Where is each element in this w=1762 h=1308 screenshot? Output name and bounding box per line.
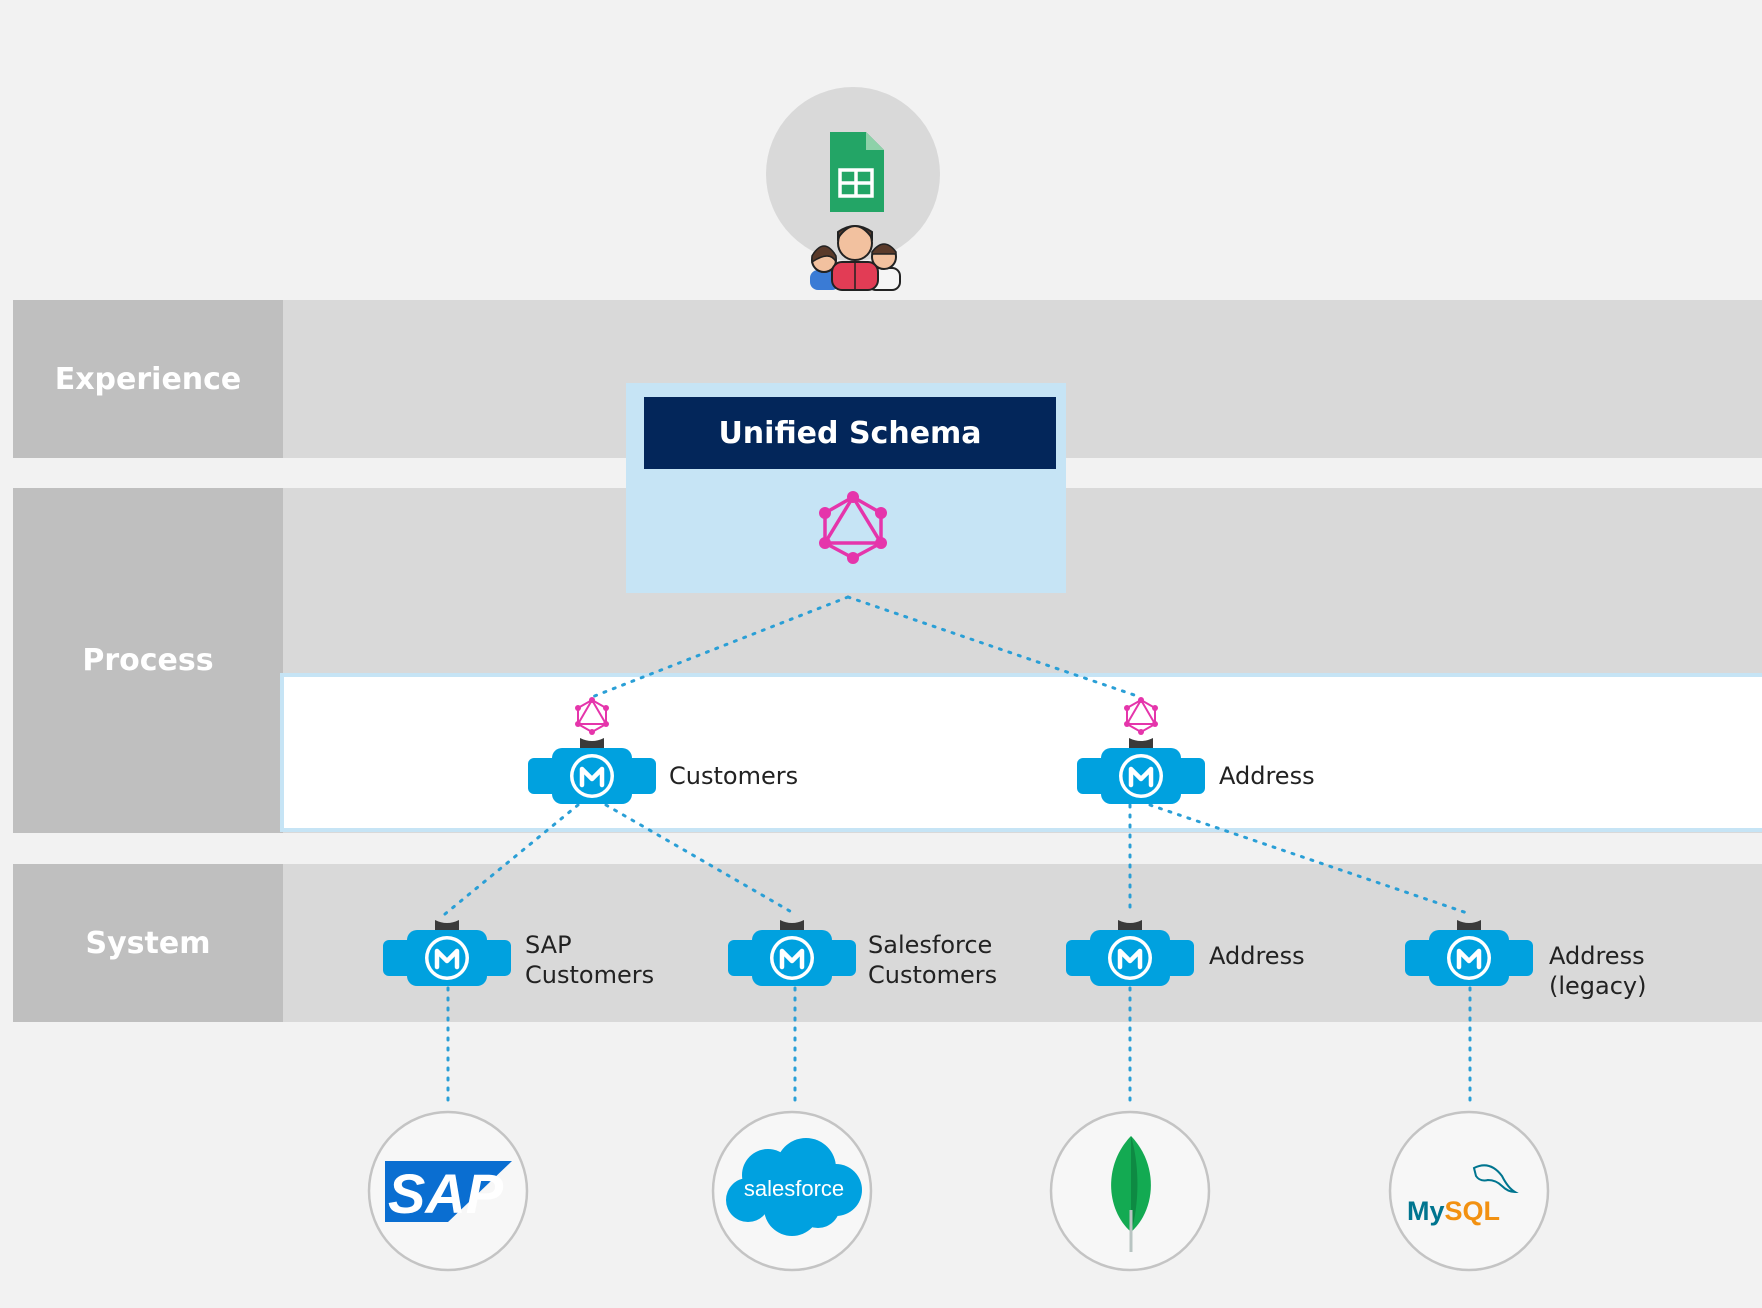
system-band-label-bg — [13, 864, 283, 1022]
users-group-icon — [810, 225, 901, 291]
system-api-sap-label: SAP Customers — [525, 930, 654, 990]
graphql-icon — [819, 491, 887, 564]
layer-label-process: Process — [82, 643, 214, 678]
experience-band-label-bg — [13, 300, 283, 458]
sap-logo-text: SAP — [388, 1162, 504, 1225]
system-api-address-legacy-label: Address (legacy) — [1549, 941, 1647, 1001]
salesforce-logo: salesforce — [726, 1138, 862, 1236]
process-api-address-label: Address — [1219, 762, 1315, 790]
system-api-salesforce-label: Salesforce Customers — [868, 930, 997, 990]
system-api-address-legacy-label-line2: (legacy) — [1549, 972, 1647, 1000]
connectors — [443, 595, 1472, 1110]
unified-schema-title: Unified Schema — [644, 397, 1056, 469]
process-api-customers-label: Customers — [669, 762, 799, 790]
system-api-sap-label-line2: Customers — [525, 961, 655, 989]
system-api-salesforce-label-line1: Salesforce — [868, 931, 993, 959]
process-highlight-strip — [280, 673, 1762, 832]
mysql-logo: MySQL — [1407, 1164, 1519, 1226]
salesforce-logo-text: salesforce — [744, 1176, 844, 1201]
sap-logo: SAP — [385, 1161, 512, 1225]
layer-label-experience: Experience — [54, 361, 242, 397]
system-api-address-legacy-label-line1: Address — [1549, 942, 1645, 970]
system-api-sap-label-line1: SAP — [525, 931, 572, 959]
mongodb-leaf-icon — [1111, 1136, 1151, 1252]
spreadsheet-icon — [830, 132, 884, 212]
mysql-logo-text: MySQL — [1407, 1196, 1500, 1226]
layer-label-system: System — [85, 925, 211, 961]
system-api-address-label-line1: Address — [1209, 942, 1305, 970]
backend-mysql-circle — [1388, 1110, 1550, 1272]
process-band-label-bg — [13, 488, 283, 833]
system-api-address-label: Address — [1209, 941, 1305, 971]
system-api-salesforce-label-line2: Customers — [868, 961, 998, 989]
